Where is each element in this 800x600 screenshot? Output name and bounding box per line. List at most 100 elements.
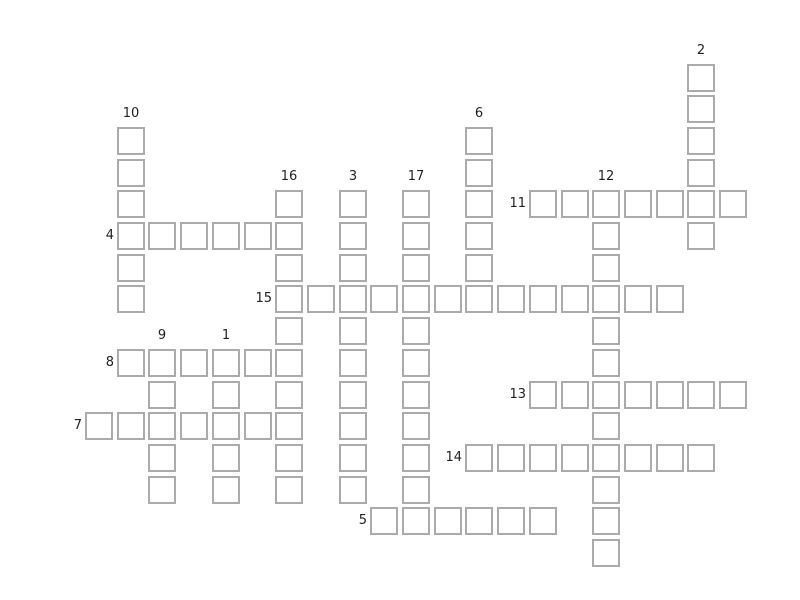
crossword-cell[interactable] [244,222,272,250]
crossword-cell[interactable] [402,285,430,313]
crossword-cell[interactable] [339,476,367,504]
crossword-cell[interactable] [687,444,715,472]
crossword-cell[interactable] [212,222,240,250]
crossword-cell[interactable] [592,539,620,567]
crossword-cell[interactable] [339,412,367,440]
crossword-cell[interactable] [656,190,684,218]
crossword-cell[interactable] [180,222,208,250]
crossword-cell[interactable] [592,476,620,504]
crossword-cell[interactable] [180,349,208,377]
crossword-cell[interactable] [687,127,715,155]
crossword-cell[interactable] [117,412,145,440]
crossword-cell[interactable] [275,285,303,313]
crossword-cell[interactable] [465,444,493,472]
crossword-cell[interactable] [465,127,493,155]
crossword-cell[interactable] [656,285,684,313]
crossword-cell[interactable] [275,381,303,409]
crossword-cell[interactable] [370,507,398,535]
crossword-cell[interactable] [402,222,430,250]
crossword-cell[interactable] [148,349,176,377]
crossword-cell[interactable] [117,222,145,250]
crossword-cell[interactable] [85,412,113,440]
crossword-cell[interactable] [402,381,430,409]
crossword-cell[interactable] [624,444,652,472]
crossword-cell[interactable] [148,476,176,504]
crossword-cell[interactable] [117,254,145,282]
crossword-cell[interactable] [465,285,493,313]
crossword-cell[interactable] [687,95,715,123]
crossword-cell[interactable] [719,190,747,218]
crossword-cell[interactable] [592,349,620,377]
crossword-cell[interactable] [275,222,303,250]
crossword-cell[interactable] [244,412,272,440]
crossword-cell[interactable] [592,254,620,282]
crossword-cell[interactable] [592,285,620,313]
crossword-cell[interactable] [592,507,620,535]
crossword-cell[interactable] [117,285,145,313]
crossword-cell[interactable] [244,349,272,377]
crossword-cell[interactable] [465,254,493,282]
crossword-cell[interactable] [212,476,240,504]
crossword-cell[interactable] [275,317,303,345]
crossword-cell[interactable] [370,285,398,313]
crossword-cell[interactable] [339,285,367,313]
crossword-cell[interactable] [656,381,684,409]
crossword-cell[interactable] [529,381,557,409]
crossword-cell[interactable] [497,444,525,472]
crossword-cell[interactable] [402,190,430,218]
crossword-cell[interactable] [529,507,557,535]
crossword-cell[interactable] [719,381,747,409]
crossword-cell[interactable] [434,507,462,535]
crossword-cell[interactable] [339,317,367,345]
crossword-cell[interactable] [275,476,303,504]
crossword-cell[interactable] [148,444,176,472]
crossword-cell[interactable] [592,412,620,440]
crossword-cell[interactable] [402,254,430,282]
crossword-cell[interactable] [624,381,652,409]
crossword-cell[interactable] [148,412,176,440]
crossword-cell[interactable] [402,444,430,472]
crossword-cell[interactable] [275,444,303,472]
crossword-cell[interactable] [212,444,240,472]
crossword-cell[interactable] [339,254,367,282]
crossword-cell[interactable] [687,190,715,218]
crossword-cell[interactable] [465,222,493,250]
crossword-cell[interactable] [212,412,240,440]
crossword-cell[interactable] [497,285,525,313]
crossword-cell[interactable] [117,127,145,155]
crossword-cell[interactable] [148,222,176,250]
crossword-cell[interactable] [592,444,620,472]
crossword-cell[interactable] [307,285,335,313]
crossword-cell[interactable] [148,381,176,409]
crossword-cell[interactable] [529,190,557,218]
crossword-cell[interactable] [465,507,493,535]
crossword-cell[interactable] [687,381,715,409]
crossword-cell[interactable] [434,285,462,313]
crossword-cell[interactable] [402,349,430,377]
crossword-cell[interactable] [465,190,493,218]
crossword-cell[interactable] [687,222,715,250]
crossword-cell[interactable] [180,412,208,440]
crossword-cell[interactable] [402,317,430,345]
crossword-cell[interactable] [275,190,303,218]
crossword-cell[interactable] [212,349,240,377]
crossword-cell[interactable] [529,444,557,472]
crossword-cell[interactable] [117,159,145,187]
crossword-cell[interactable] [561,190,589,218]
crossword-cell[interactable] [592,190,620,218]
crossword-cell[interactable] [275,412,303,440]
crossword-cell[interactable] [561,381,589,409]
crossword-cell[interactable] [687,159,715,187]
crossword-cell[interactable] [656,444,684,472]
crossword-cell[interactable] [402,507,430,535]
crossword-cell[interactable] [212,381,240,409]
crossword-cell[interactable] [275,254,303,282]
crossword-cell[interactable] [117,349,145,377]
crossword-cell[interactable] [592,381,620,409]
crossword-cell[interactable] [402,476,430,504]
crossword-cell[interactable] [529,285,557,313]
crossword-cell[interactable] [561,285,589,313]
crossword-cell[interactable] [497,507,525,535]
crossword-cell[interactable] [687,64,715,92]
crossword-cell[interactable] [339,349,367,377]
